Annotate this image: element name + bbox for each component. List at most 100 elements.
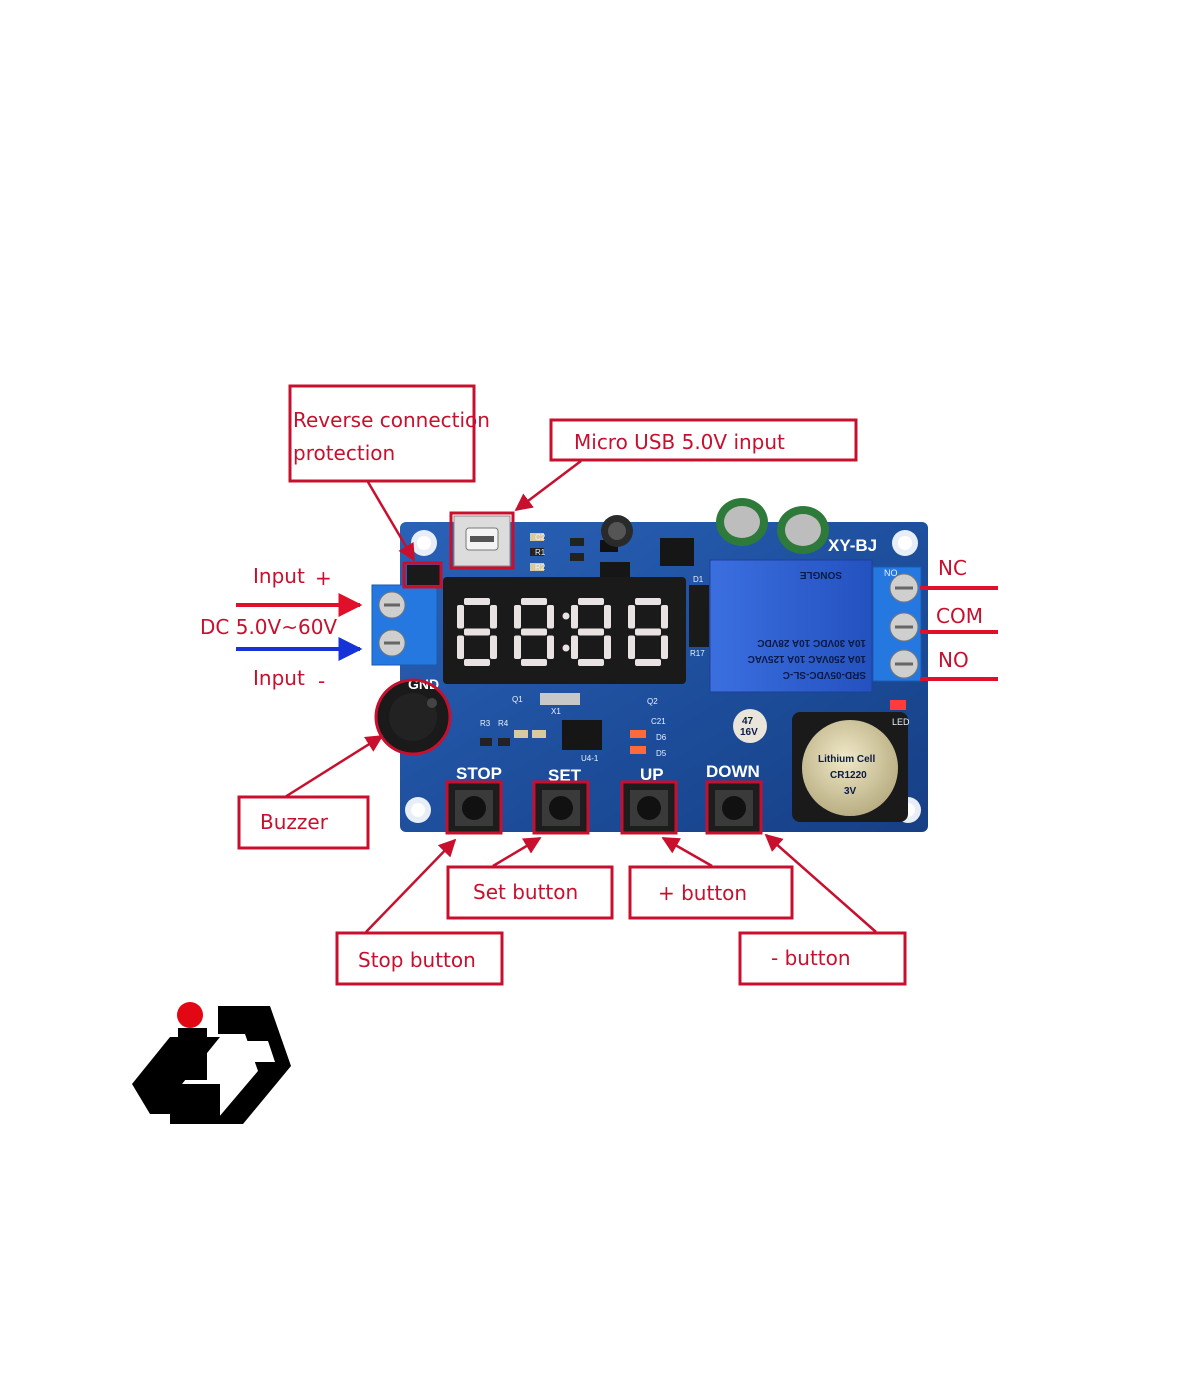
inductor	[601, 515, 633, 547]
display-segment	[571, 605, 578, 629]
display-segment	[547, 605, 554, 629]
reverse-protection-line2: protection	[293, 441, 395, 465]
status-led	[890, 700, 906, 710]
stop-silkscreen: STOP	[456, 764, 502, 783]
plus-sign: +	[315, 566, 332, 590]
minus-sign: -	[318, 669, 325, 693]
display-segment	[521, 598, 547, 605]
display-segment	[464, 628, 490, 636]
pcb-board: SRD-05VDC-SL-C 10A 250VAC 10A 125VAC 10A…	[371, 498, 928, 832]
no-label: NO	[938, 648, 969, 672]
silk-r17: R17	[690, 649, 705, 658]
display-colon-dot	[562, 644, 570, 652]
relay: SRD-05VDC-SL-C 10A 250VAC 10A 125VAC 10A…	[709, 559, 873, 693]
board-model-label: XY-BJ	[828, 536, 877, 555]
display-segment	[628, 635, 635, 659]
button-highlight-boxes	[445, 780, 763, 835]
relay-output-annotations: NC COM NO	[920, 556, 998, 681]
buzzer	[377, 681, 449, 753]
plus-button-label: + button	[658, 881, 747, 905]
arrow-set-button	[492, 836, 542, 868]
set-button[interactable]	[535, 783, 587, 833]
display-segment	[514, 605, 521, 629]
display-segment	[490, 635, 497, 659]
display-segment	[604, 605, 611, 629]
display-digits	[457, 598, 668, 666]
small-capacitor: 47 16V	[733, 709, 767, 743]
display-segment	[635, 628, 661, 636]
display-segment	[521, 659, 547, 666]
display-segment	[457, 605, 464, 629]
logo-red-dot	[177, 1002, 203, 1028]
relay-brand-text: SONGLE	[799, 569, 842, 580]
arrow-minus-button	[764, 833, 877, 933]
display-segment	[635, 659, 661, 666]
display-segment	[490, 605, 497, 629]
arrow-buzzer	[284, 734, 384, 799]
stop-button[interactable]	[448, 783, 500, 833]
display-segment	[578, 628, 604, 636]
dc-range-label: DC 5.0V~60V	[200, 615, 337, 639]
power-terminal-block	[371, 584, 438, 666]
callout-minus-button: - button	[738, 931, 907, 986]
silk-d5: D5	[656, 749, 667, 758]
electrolytic-capacitors	[716, 498, 829, 554]
minus-button-label: - button	[771, 946, 851, 970]
set-silkscreen: SET	[548, 766, 582, 785]
display-segment	[578, 598, 604, 605]
relay-rating-text-1: 10A 250VAC 10A 125VAC	[748, 653, 866, 664]
battery-voltage-text: 3V	[844, 786, 857, 797]
callout-stop-button: Stop button	[335, 931, 504, 986]
silk-c2: C2	[535, 533, 546, 542]
input-plus-label: Input	[253, 564, 305, 588]
micro-usb-label: Micro USB 5.0V input	[574, 430, 785, 454]
arrow-micro-usb	[514, 460, 582, 512]
down-silkscreen: DOWN	[706, 762, 760, 781]
smd-components	[480, 533, 694, 754]
cap-value-text: 47	[742, 716, 754, 727]
down-button[interactable]	[708, 783, 760, 833]
relay-rating-text-2: 10A 30VDC 10A 28VDC	[757, 637, 866, 648]
silk-r4: R4	[498, 719, 509, 728]
silk-r3: R3	[480, 719, 491, 728]
silk-q2: Q2	[647, 697, 658, 706]
com-label: COM	[936, 604, 983, 628]
display-colon-dot	[562, 612, 570, 620]
silk-q1: Q1	[512, 695, 523, 704]
logo-right-shape	[213, 1006, 291, 1124]
silk-d6: D6	[656, 733, 667, 742]
up-button[interactable]	[623, 783, 675, 833]
reverse-protection-line1: Reverse connection	[293, 408, 490, 432]
display-segment	[661, 605, 668, 629]
arrow-reverse-protection	[366, 481, 416, 562]
callout-micro-usb: Micro USB 5.0V input	[549, 418, 858, 462]
display-segment	[635, 598, 661, 605]
display-segment	[571, 635, 578, 659]
callout-reverse-protection: Reverse connection protection	[288, 384, 490, 483]
set-button-label: Set button	[473, 880, 578, 904]
power-input-annotations: Input + DC 5.0V~60V Input -	[200, 564, 363, 693]
cap-voltage-text: 16V	[740, 727, 758, 738]
buzzer-highlight-circle	[374, 678, 452, 756]
callout-set-button: Set button	[446, 865, 614, 920]
display-segment	[547, 635, 554, 659]
silk-no: NO	[884, 568, 898, 578]
logo-notch	[234, 1041, 275, 1062]
diode-highlight-box	[402, 561, 443, 589]
buzzer-label: Buzzer	[260, 810, 329, 834]
arrow-stop-button	[365, 838, 457, 933]
relay-terminal-block	[872, 566, 922, 682]
brand-logo	[132, 1002, 291, 1124]
up-silkscreen: UP	[640, 765, 664, 784]
display-segment	[457, 635, 464, 659]
callout-plus-button: + button	[628, 865, 794, 920]
display-segment	[464, 659, 490, 666]
silk-x1: X1	[551, 707, 561, 716]
nc-label: NC	[938, 556, 967, 580]
relay-model-text: SRD-05VDC-SL-C	[783, 669, 866, 680]
callout-buzzer: Buzzer	[237, 795, 370, 850]
logo-stem	[178, 1028, 207, 1080]
coin-cell-holder: Lithium Cell CR1220 3V	[792, 712, 908, 822]
battery-chem-text: Lithium Cell	[818, 754, 875, 765]
